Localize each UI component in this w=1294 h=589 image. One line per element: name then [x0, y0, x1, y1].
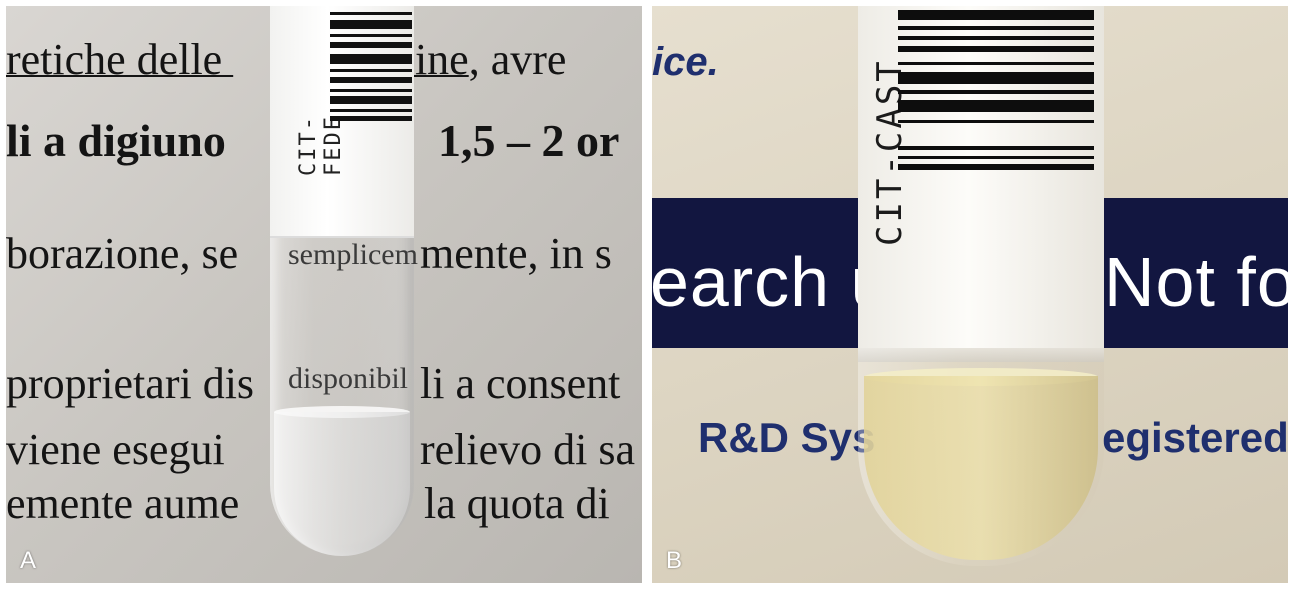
tube-label-b: CIT-CAST [858, 6, 1104, 348]
text-line-5-right: relievo di sa [420, 425, 636, 474]
banner-text-right: Not for [1104, 243, 1288, 321]
top-text-b: ice. [652, 40, 719, 84]
text-line-6-right: la quota di [424, 479, 610, 528]
text-line-5-left: viene esegui [6, 425, 225, 474]
panel-label-b: B [666, 547, 683, 574]
text-line-6-left: emente aume [6, 479, 240, 528]
refracted-text-3: semplicem [288, 238, 418, 271]
bottom-text-right: egistered [1102, 414, 1288, 461]
barcode-icon [330, 6, 412, 126]
text-line-1: retiche delle teine, avre [6, 35, 567, 84]
barcode-icon [898, 6, 1094, 176]
text-line-4-left: proprietari dis [6, 359, 255, 408]
panel-b: ice. earch u Not for R&D Sys egistered C… [652, 6, 1288, 583]
text-line-3-right: mente, in s [420, 229, 612, 278]
panel-label-a: A [20, 547, 37, 574]
banner-text-left: earch u [652, 243, 891, 321]
text-line-2-left: li a digiuno [6, 115, 226, 166]
text-line-3-left: borazione, se [6, 229, 239, 278]
tube-label-a: CIT-FEDE [270, 6, 414, 238]
clear-liquid-a [274, 412, 410, 556]
panel-a: retiche delle teine, avre li a digiuno 1… [6, 6, 642, 583]
refracted-text-4: disponibil [288, 362, 409, 395]
bottom-text-left: R&D Sys [698, 414, 876, 461]
text-line-2-right: 1,5 – 2 or [438, 115, 620, 166]
yellow-liquid-b [864, 376, 1098, 560]
text-line-4-right: li a consent [420, 359, 621, 408]
